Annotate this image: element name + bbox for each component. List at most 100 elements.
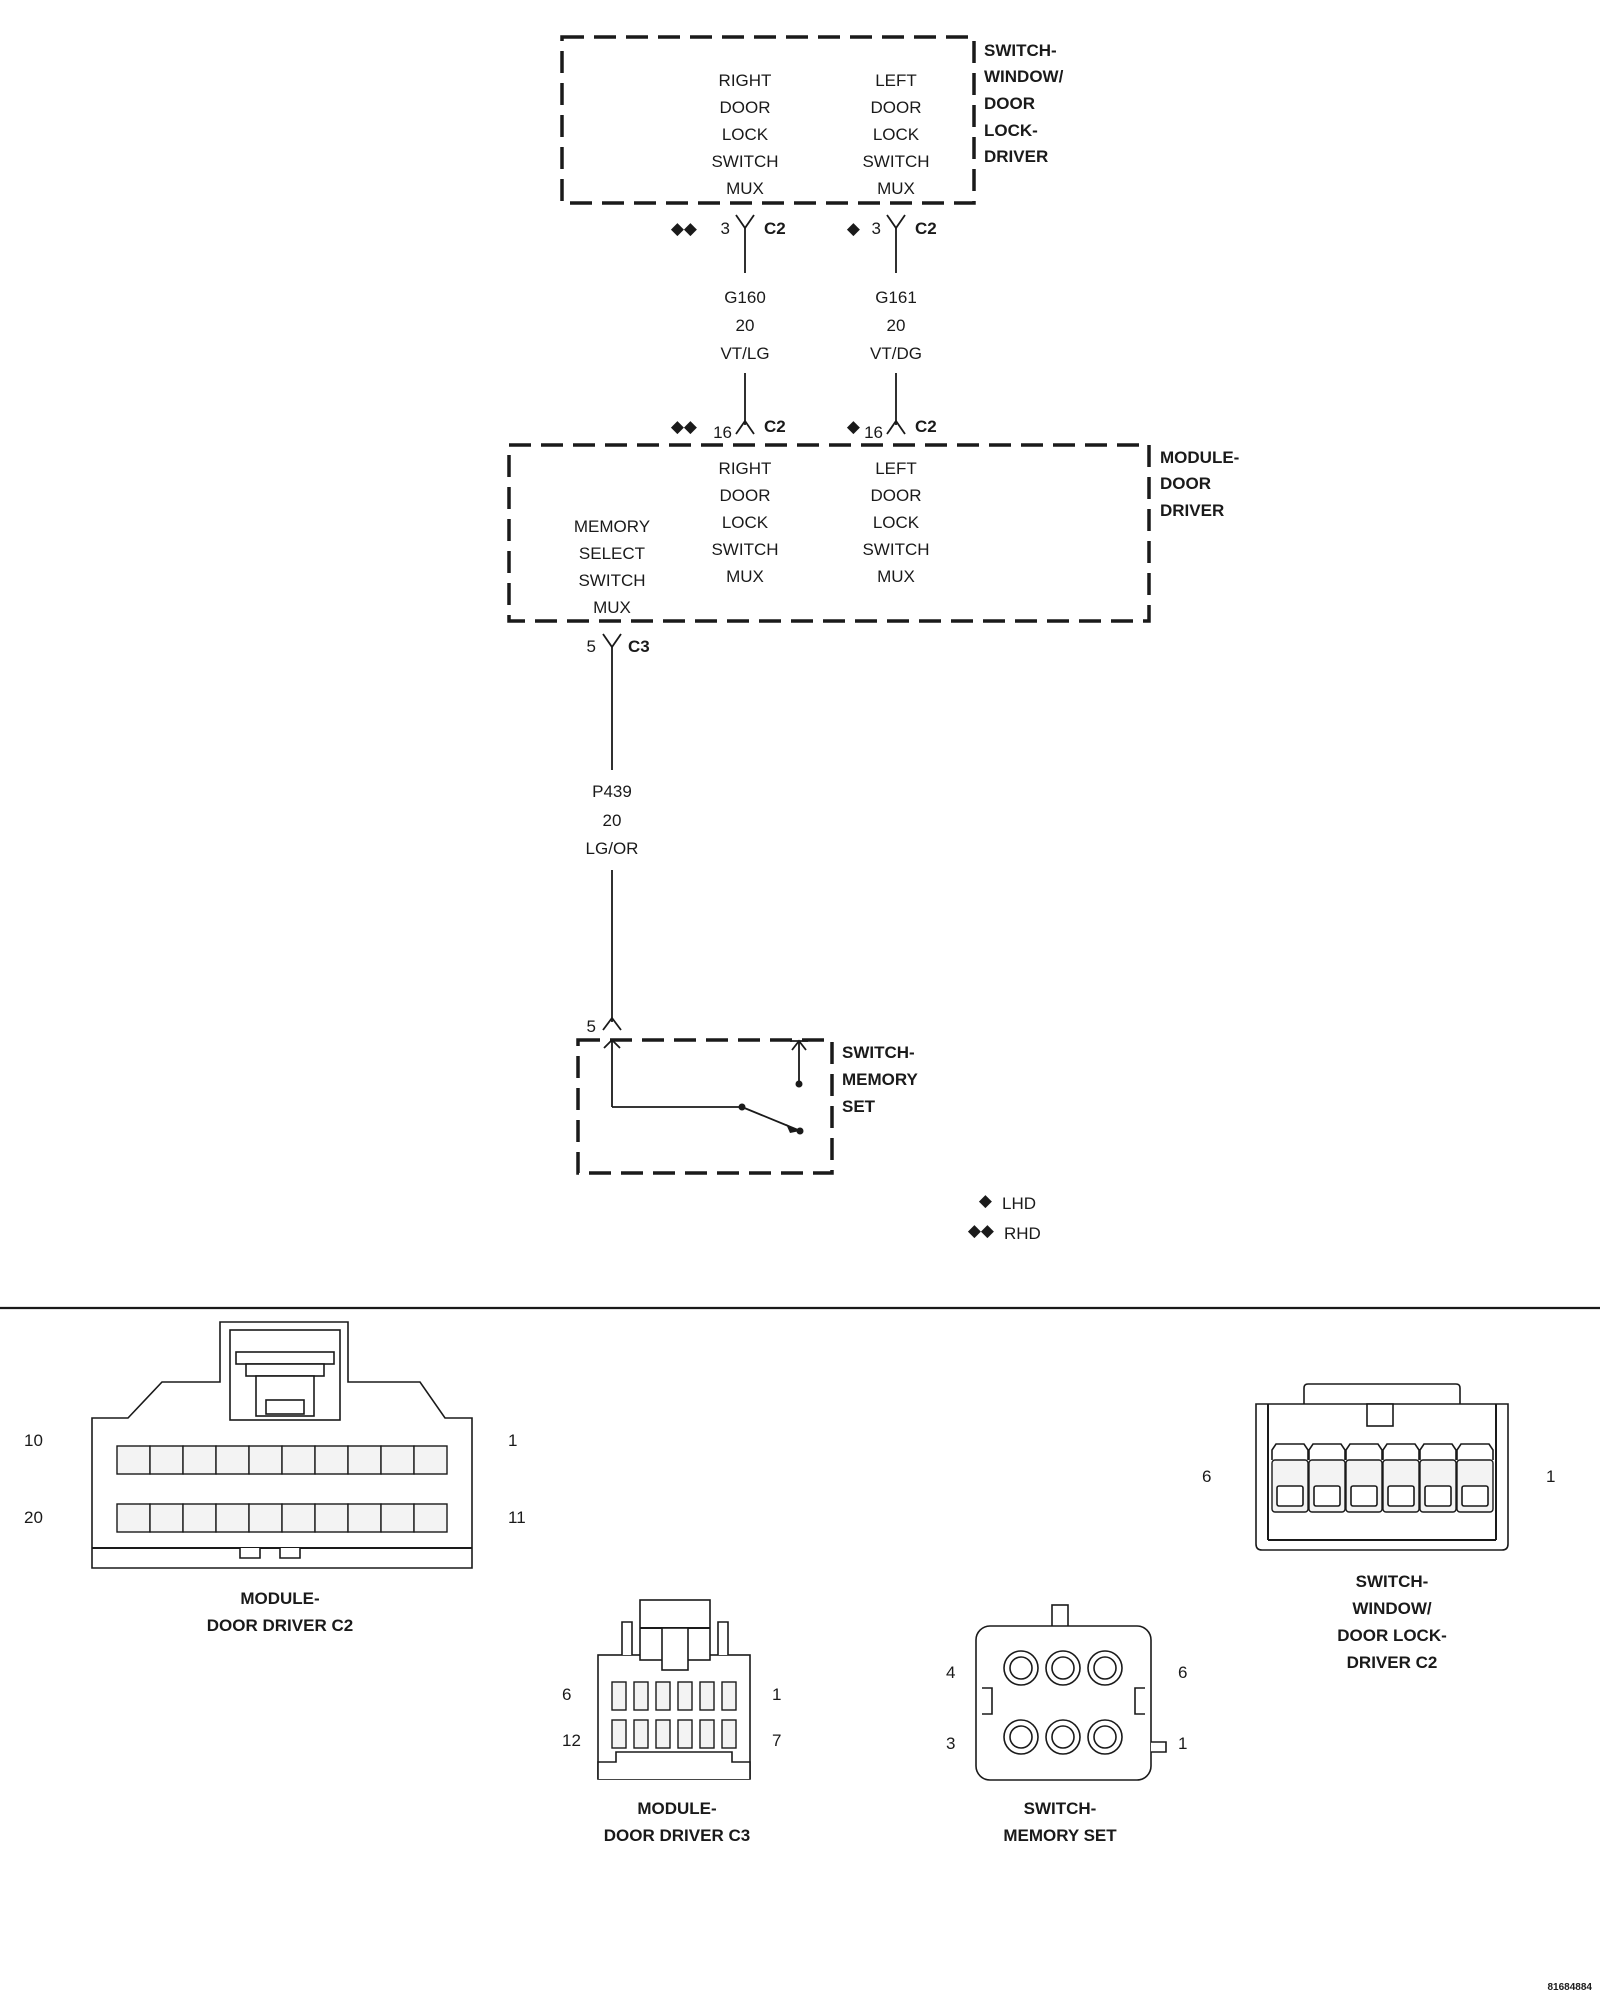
wire-circuit-id: P439 bbox=[592, 782, 632, 801]
pin-cavity bbox=[380, 1445, 415, 1475]
latch-tab bbox=[245, 1363, 325, 1377]
pin-cavity bbox=[655, 1719, 671, 1749]
pin-cavity bbox=[182, 1503, 217, 1533]
pin-number: 6 bbox=[562, 1685, 571, 1704]
component-name-line: LOCK- bbox=[984, 121, 1038, 140]
pin-number: 1 bbox=[508, 1431, 517, 1450]
figure-id: 81684884 bbox=[1548, 1982, 1593, 1993]
circuit-label-line: LOCK bbox=[722, 125, 769, 144]
circuit-label-line: SWITCH bbox=[711, 152, 778, 171]
pin-cavity bbox=[248, 1503, 283, 1533]
pin-number: 20 bbox=[24, 1508, 43, 1527]
pin-cavity bbox=[699, 1681, 715, 1711]
housing-base bbox=[597, 1751, 751, 1779]
pin-cavity bbox=[347, 1445, 382, 1475]
pin-cavity bbox=[116, 1503, 151, 1533]
pin-cavity bbox=[677, 1719, 693, 1749]
circuit-label-line: DOOR bbox=[871, 98, 922, 117]
switch-blade-arrow bbox=[786, 1124, 800, 1133]
hand-drive-marker: ◆◆ bbox=[671, 219, 698, 238]
circuit-label-line: LEFT bbox=[875, 71, 917, 90]
component-name-line: DOOR bbox=[984, 94, 1035, 113]
female-terminal-symbol bbox=[602, 1016, 622, 1031]
c2-top-cavities bbox=[116, 1445, 448, 1475]
pin-cavity bbox=[655, 1681, 671, 1711]
component-name-line: MODULE- bbox=[1160, 448, 1239, 467]
circuit-label-line: LOCK bbox=[873, 125, 920, 144]
pin-cavity bbox=[149, 1503, 184, 1533]
pin-number: 1 bbox=[772, 1685, 781, 1704]
pin-terminal bbox=[1093, 1725, 1117, 1749]
connector-view-window-c2: 6 1 SWITCH- WINDOW/ DOOR LOCK- DRIVER C2 bbox=[1202, 1383, 1555, 1672]
circuit-label-line: SWITCH bbox=[578, 571, 645, 590]
switch-window-left-circuit-label: LEFT DOOR LOCK SWITCH MUX bbox=[862, 71, 929, 198]
pin-sw-right: ◆◆ 3 C2 bbox=[671, 214, 786, 238]
connector-key bbox=[1051, 1604, 1069, 1628]
wire-circuit-id: G160 bbox=[724, 288, 766, 307]
legend-symbol: ◆◆ bbox=[968, 1221, 995, 1240]
connector-caption-line: DOOR LOCK- bbox=[1337, 1626, 1447, 1645]
pin-cavity bbox=[677, 1681, 693, 1711]
connector-key bbox=[1366, 1403, 1394, 1427]
wire-gauge: 20 bbox=[603, 811, 622, 830]
pin-cavity bbox=[281, 1445, 316, 1475]
connector-id: C3 bbox=[628, 637, 650, 656]
pin-number: 12 bbox=[562, 1731, 581, 1750]
connector-view-module-c3: 6 1 12 7 MODULE- DOOR DRIVER C3 bbox=[562, 1599, 781, 1845]
component-name-line: SWITCH- bbox=[842, 1043, 915, 1062]
connector-id: C2 bbox=[915, 219, 937, 238]
connector-id: C2 bbox=[764, 417, 786, 436]
module-left-circuit-label: LEFT DOOR LOCK SWITCH MUX bbox=[862, 459, 929, 586]
switch-window-boundary bbox=[560, 35, 976, 205]
pin-number: 3 bbox=[946, 1734, 955, 1753]
male-terminal-symbol bbox=[602, 633, 622, 649]
component-name-line: SET bbox=[842, 1097, 876, 1116]
wire-color: LG/OR bbox=[586, 839, 639, 858]
pin-number: 5 bbox=[587, 1017, 596, 1036]
pin-cavity bbox=[633, 1681, 649, 1711]
switch-contact bbox=[795, 1080, 803, 1088]
switch-memory-set: SWITCH- MEMORY SET bbox=[576, 1038, 919, 1175]
circuit-label-line: RIGHT bbox=[719, 459, 772, 478]
c3-bottom-cavities bbox=[611, 1719, 737, 1749]
switch-window-name: SWITCH- WINDOW/ DOOR LOCK- DRIVER bbox=[984, 41, 1064, 166]
pin-terminal bbox=[1424, 1485, 1452, 1507]
connector-caption-line: WINDOW/ bbox=[1352, 1599, 1432, 1618]
module-door-driver: MODULE- DOOR DRIVER MEMORY SELECT SWITCH… bbox=[507, 443, 1239, 623]
wire-p439-label: P439 20 LG/OR bbox=[586, 782, 639, 858]
legend-symbol: ◆ bbox=[979, 1191, 993, 1210]
pin-cavity bbox=[182, 1445, 217, 1475]
pin-memory-switch: 5 bbox=[587, 1016, 622, 1036]
pin-cavity-top bbox=[1456, 1443, 1494, 1460]
pin-mod-memory: 5 C3 bbox=[587, 633, 650, 656]
pin-cavity bbox=[413, 1445, 448, 1475]
latch-tab bbox=[265, 1399, 305, 1415]
switch-window-door-lock-driver: SWITCH- WINDOW/ DOOR LOCK- DRIVER RIGHT … bbox=[560, 35, 1064, 205]
legend: ◆ LHD ◆◆ RHD bbox=[968, 1191, 1041, 1243]
hand-drive-marker: ◆ bbox=[847, 219, 861, 238]
circuit-label-line: LOCK bbox=[873, 513, 920, 532]
housing-key bbox=[239, 1548, 301, 1559]
connector-caption-line: SWITCH- bbox=[1356, 1572, 1429, 1591]
circuit-label-line: SWITCH bbox=[711, 540, 778, 559]
pin-number: 16 bbox=[864, 423, 883, 442]
housing-rib bbox=[982, 1687, 1145, 1715]
pin-cavity bbox=[611, 1719, 627, 1749]
connector-caption-line: DOOR DRIVER C3 bbox=[604, 1826, 750, 1845]
window-c2-cavities bbox=[1271, 1443, 1494, 1513]
component-name-line: SWITCH- bbox=[984, 41, 1057, 60]
circuit-label-line: LEFT bbox=[875, 459, 917, 478]
circuit-label-line: MEMORY bbox=[574, 517, 650, 536]
switch-memory-name: SWITCH- MEMORY SET bbox=[842, 1043, 919, 1116]
pin-number: 11 bbox=[508, 1508, 526, 1527]
pin-cavity-top bbox=[1308, 1443, 1346, 1460]
switch-memory-boundary bbox=[576, 1038, 834, 1175]
pin-number: 4 bbox=[946, 1663, 955, 1682]
pin-number: 6 bbox=[1202, 1467, 1211, 1486]
wire-color: VT/LG bbox=[720, 344, 769, 363]
pin-cavity-top bbox=[1419, 1443, 1457, 1460]
wire-circuit-id: G161 bbox=[875, 288, 917, 307]
pin-cavity bbox=[215, 1445, 250, 1475]
connector-housing bbox=[975, 1625, 1152, 1781]
